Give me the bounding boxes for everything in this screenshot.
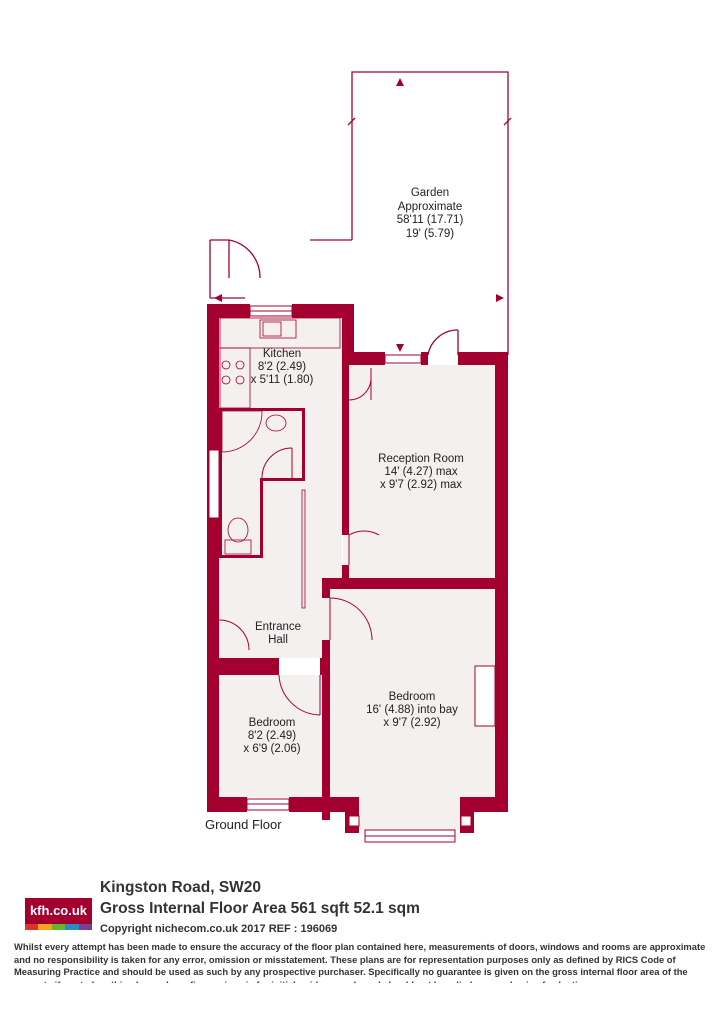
disclaimer: Whilst every attempt has been made to en… xyxy=(14,941,706,983)
logo-stripes xyxy=(25,924,93,930)
logo-stripe xyxy=(25,924,39,930)
logo-stripe xyxy=(78,924,93,930)
kitchen-line2: 8'2 (2.49) xyxy=(258,361,306,373)
logo-text: kfh.co.uk xyxy=(25,898,92,924)
floor-plan: Garden Approximate 58'11 (17.71) 19' (5.… xyxy=(207,71,512,843)
logo-stripe xyxy=(51,924,66,930)
property-address: Kingston Road, SW20 xyxy=(100,879,262,896)
garden-line3: 58'11 (17.71) xyxy=(397,214,464,226)
reception-line2: 14' (4.27) max xyxy=(384,466,457,478)
room-reception: Reception Room 14' (4.27) max x 9'7 (2.9… xyxy=(378,453,464,491)
hall-name: Entrance xyxy=(255,621,301,633)
reception-name: Reception Room xyxy=(378,453,464,465)
bedroom-large-line3: x 9'7 (2.92) xyxy=(383,717,440,729)
room-kitchen: Kitchen 8'2 (2.49) x 5'11 (1.80) xyxy=(251,348,314,386)
doors xyxy=(208,368,380,716)
fixtures xyxy=(219,317,341,609)
logo: kfh.co.uk xyxy=(25,898,93,931)
garden-name: Garden xyxy=(411,187,449,199)
floor-label: Ground Floor xyxy=(205,817,282,832)
floor-area: Gross Internal Floor Area 561 sqft 52.1 … xyxy=(100,900,420,917)
copyright: Copyright nichecom.co.uk 2017 REF : 1960… xyxy=(100,923,338,935)
logo-stripe xyxy=(38,924,52,930)
floor-fills xyxy=(219,318,495,830)
bedroom-small-name: Bedroom xyxy=(249,717,296,729)
room-hall: Entrance Hall xyxy=(255,621,301,646)
bedroom-small-line3: x 6'9 (2.06) xyxy=(243,743,300,755)
garden-line2: Approximate xyxy=(398,201,463,213)
bedroom-large-name: Bedroom xyxy=(389,691,436,703)
hall-line2: Hall xyxy=(268,634,288,646)
bedroom-small-line2: 8'2 (2.49) xyxy=(248,730,296,742)
garden-line4: 19' (5.79) xyxy=(406,228,454,240)
logo-stripe xyxy=(65,924,79,930)
garden-outline xyxy=(209,71,512,356)
room-garden: Garden Approximate 58'11 (17.71) 19' (5.… xyxy=(397,187,464,240)
garden-arrows xyxy=(214,78,504,352)
reception-line3: x 9'7 (2.92) max xyxy=(380,479,462,491)
kitchen-line3: x 5'11 (1.80) xyxy=(251,374,314,386)
kitchen-name: Kitchen xyxy=(263,348,301,360)
windows xyxy=(208,305,496,843)
room-bedroom-large: Bedroom 16' (4.88) into bay x 9'7 (2.92) xyxy=(366,691,458,729)
room-bedroom-small: Bedroom 8'2 (2.49) x 6'9 (2.06) xyxy=(243,717,300,755)
bedroom-large-line2: 16' (4.88) into bay xyxy=(366,704,458,716)
